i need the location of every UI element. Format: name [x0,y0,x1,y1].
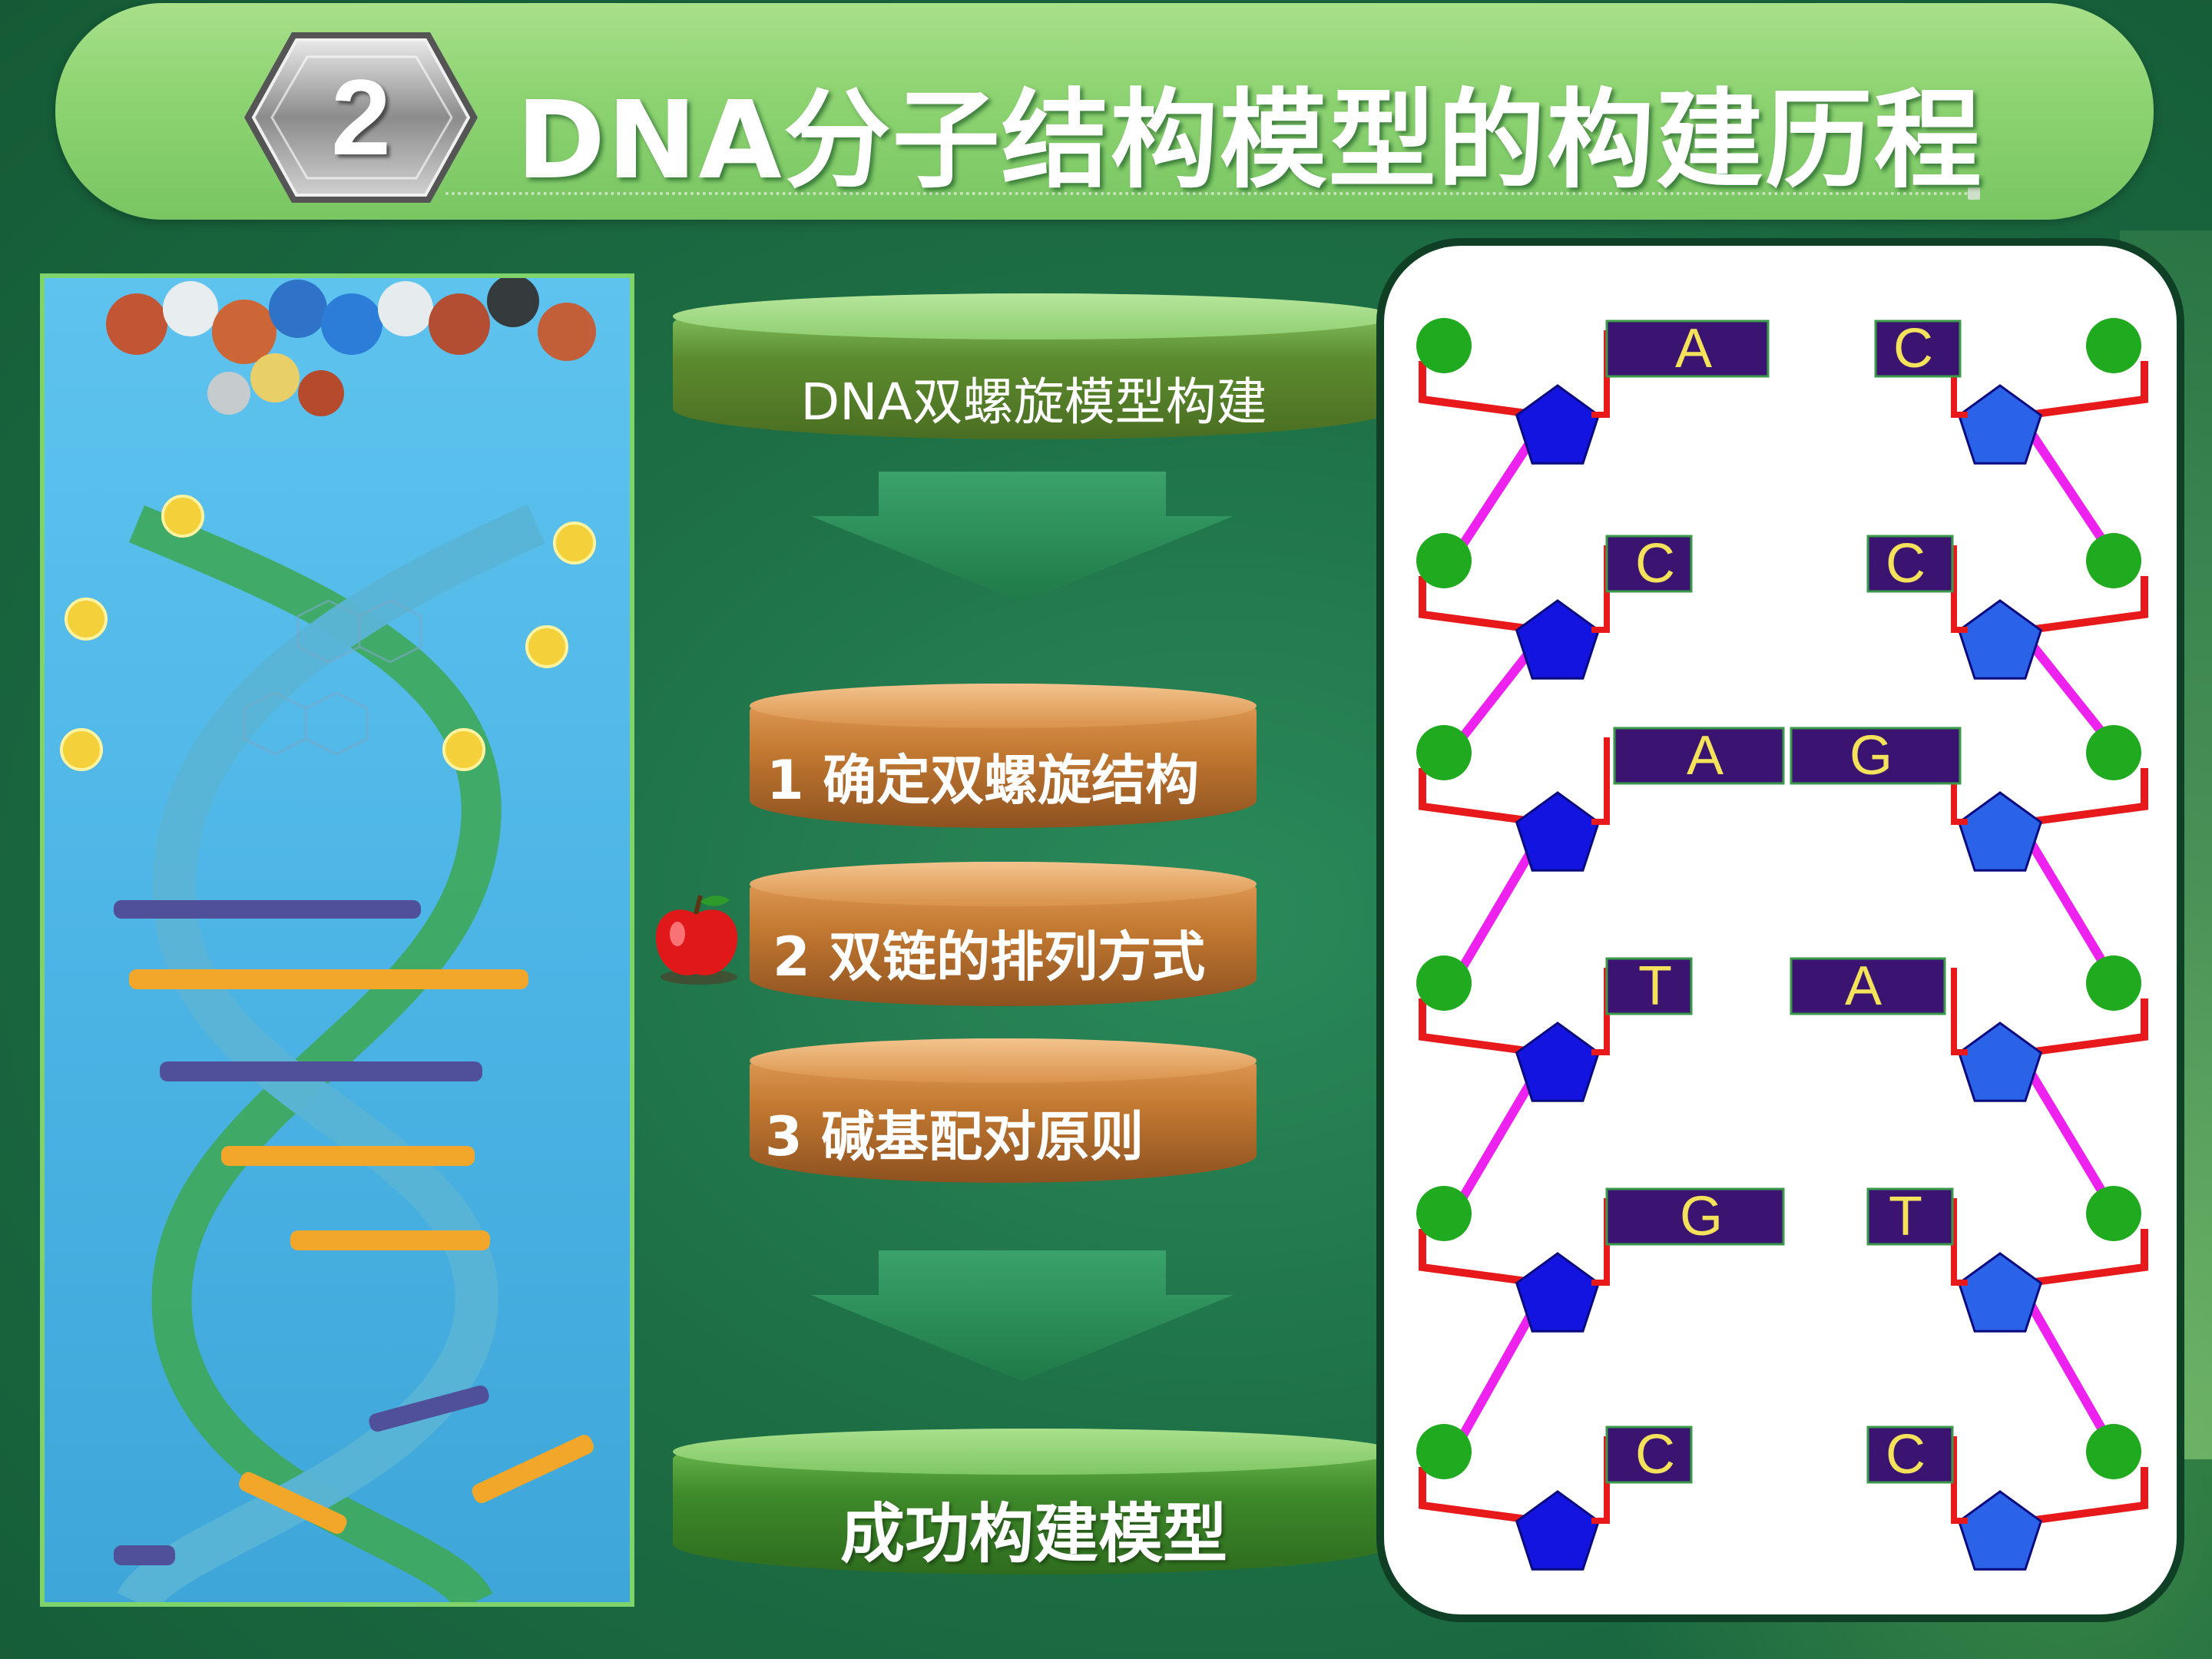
phosphate-bond [1419,1467,1538,1525]
header-divider [445,192,1982,195]
sugar-icon [1957,1022,2043,1102]
phosphate-icon [2086,955,2141,1011]
base-box [1866,535,1954,593]
dna-helix-image [60,278,596,1602]
phosphate-icon [2086,318,2141,373]
success-label: 成功构建模型 [839,1496,1227,1571]
base-letter: A [1675,318,1712,379]
base-bond [1951,1436,1968,1524]
phosphate-bond [2028,768,2148,826]
sugar-icon [1957,1252,2043,1333]
step-1-label: 1 确定双螺旋结构 [767,749,1200,812]
phosphate-icon [1416,725,1472,780]
base-box [1605,957,1693,1015]
base-letter: C [1635,533,1675,594]
phosphate-bond [1419,361,1538,419]
phosphate-icon [2086,1424,2141,1479]
step-2-label: 2 双链的排列方式 [773,926,1206,988]
model-building-label: DNA双螺旋模型构建 [800,373,1267,432]
sugar-icon [1957,791,2043,872]
base-bond [1591,545,1610,633]
dna-strand-diagram: A C C C A G T A G T C C [1416,318,2148,1571]
model-building-heading: DNA双螺旋模型构建 [673,293,1395,439]
base-bond [1951,968,1968,1055]
base-bond [1591,968,1610,1055]
down-arrow-icon [811,472,1233,602]
base-letter: C [1886,533,1926,594]
sugar-icon [1957,599,2043,680]
phosphate-icon [1416,533,1472,588]
sugar-icon [1515,1022,1601,1102]
success-cylinder: 成功构建模型 [673,1429,1395,1575]
phosphate-bond [1419,576,1538,634]
phosphate-bond [2028,1229,2148,1286]
phosphate-icon [2086,725,2141,780]
molecule-cluster [106,278,596,416]
apple-icon [655,895,738,985]
phosphate-icon [2086,533,2141,588]
sugar-icon [1515,1252,1601,1333]
phosphate-bond [1419,998,1538,1056]
base-bond [1591,737,1610,825]
dna-illustration [40,273,634,1607]
phosphate-icon [1416,318,1472,373]
step-2-cylinder: 2 双链的排列方式 [750,862,1257,1006]
phosphate-icon [1416,1186,1472,1241]
base-box [1866,1187,1954,1246]
base-box [1605,320,1770,378]
base-letter: T [1638,955,1672,1017]
down-arrow-icon [811,1250,1233,1381]
phosphate-bond [1419,768,1538,826]
phosphate-bond [2028,998,2148,1056]
phosphate-bond [2028,576,2148,634]
base-letter: T [1889,1186,1922,1247]
base-bond [1591,1198,1610,1286]
phosphate-bond [2028,1467,2148,1525]
hexagon-badge-icon [244,32,478,203]
base-bond [1951,545,1968,633]
sugar-icon [1515,384,1601,465]
section-number: 2 [331,57,391,177]
base-letter: C [1893,318,1933,379]
sugar-icon [1957,384,2043,465]
base-letter: G [1680,1186,1723,1247]
base-bond [1591,1436,1610,1524]
sugar-icon [1957,1490,2043,1571]
base-letter: C [1635,1424,1675,1485]
base-letter: A [1687,725,1724,786]
page-title: DNA分子结构模型的构建历程 [516,78,1983,204]
step-3-label: 3 碱基配对原则 [765,1105,1144,1168]
phosphate-icon [2086,1186,2141,1241]
base-letter: G [1849,725,1892,786]
base-bond [1591,330,1610,418]
base-box [1605,1426,1693,1484]
base-box [1605,1187,1785,1246]
header-divider-end [1968,187,1980,200]
base-box [1866,1426,1954,1484]
sugar-icon [1515,1490,1601,1571]
base-box [1605,535,1693,593]
phosphate-icon [1416,955,1472,1011]
base-box [1790,957,1946,1015]
base-bond [1951,1198,1968,1286]
base-box [1790,727,1962,785]
base-box [1874,320,1962,378]
base-letter: C [1886,1424,1926,1485]
step-3-cylinder: 3 碱基配对原则 [750,1038,1257,1183]
phosphate-bond [1419,1229,1538,1286]
sugar-icon [1515,791,1601,872]
phosphate-bond [2028,361,2148,419]
phosphate-icon [1416,1424,1472,1479]
base-box [1613,727,1785,785]
base-letter: A [1845,955,1882,1017]
step-1-cylinder: 1 确定双螺旋结构 [750,684,1257,828]
sugar-icon [1515,599,1601,680]
